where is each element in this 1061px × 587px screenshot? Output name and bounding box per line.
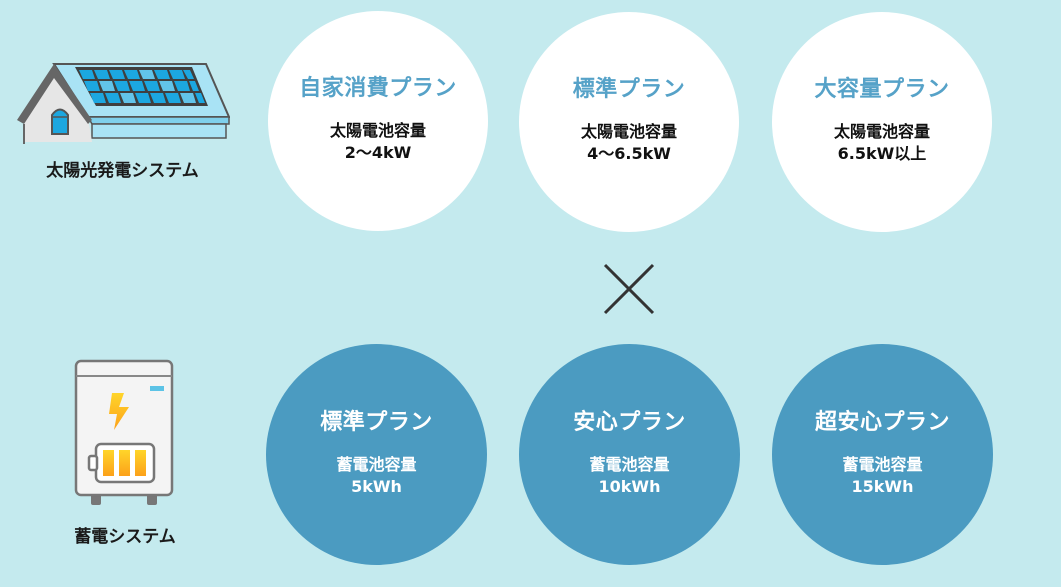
plan-capacity-value: 5kWh (351, 476, 402, 496)
solar-plan-self-consumption[interactable]: 自家消費プラン 太陽電池容量 2〜4kW (268, 11, 488, 231)
plan-capacity-label: 太陽電池容量 (329, 121, 426, 140)
cross-icon (603, 263, 655, 315)
plan-capacity-label: 太陽電池容量 (833, 122, 930, 141)
plan-title: 大容量プラン (814, 77, 950, 102)
plan-capacity-value: 10kWh (598, 476, 661, 496)
solar-plan-standard[interactable]: 標準プラン 太陽電池容量 4〜6.5kW (519, 12, 739, 232)
battery-storage-icon (74, 359, 174, 507)
plan-capacity-label: 太陽電池容量 (580, 122, 677, 141)
battery-plan-relief[interactable]: 安心プラン 蓄電池容量 10kWh (519, 344, 740, 565)
plan-title: 標準プラン (320, 409, 433, 435)
solar-system-label: 太陽光発電システム (46, 161, 199, 181)
plan-capacity-value: 2〜4kW (344, 143, 412, 162)
plan-capacity-value: 15kWh (851, 476, 914, 496)
plan-title: 自家消費プラン (299, 76, 457, 101)
plan-title: 標準プラン (572, 77, 686, 102)
battery-plan-super-relief[interactable]: 超安心プラン 蓄電池容量 15kWh (772, 344, 993, 565)
solar-plan-large-capacity[interactable]: 大容量プラン 太陽電池容量 6.5kW以上 (772, 12, 992, 232)
plan-title: 安心プラン (573, 409, 686, 435)
plan-capacity-label: 蓄電池容量 (842, 454, 923, 474)
plan-capacity-value: 6.5kW以上 (837, 144, 927, 163)
battery-system-label: 蓄電システム (74, 527, 176, 547)
plan-title: 超安心プラン (814, 409, 950, 435)
plan-capacity-value: 4〜6.5kW (587, 144, 671, 163)
plan-capacity-label: 蓄電池容量 (336, 454, 417, 474)
solar-house-icon (16, 62, 231, 146)
plan-capacity-label: 蓄電池容量 (589, 454, 670, 474)
battery-plan-standard[interactable]: 標準プラン 蓄電池容量 5kWh (266, 344, 487, 565)
